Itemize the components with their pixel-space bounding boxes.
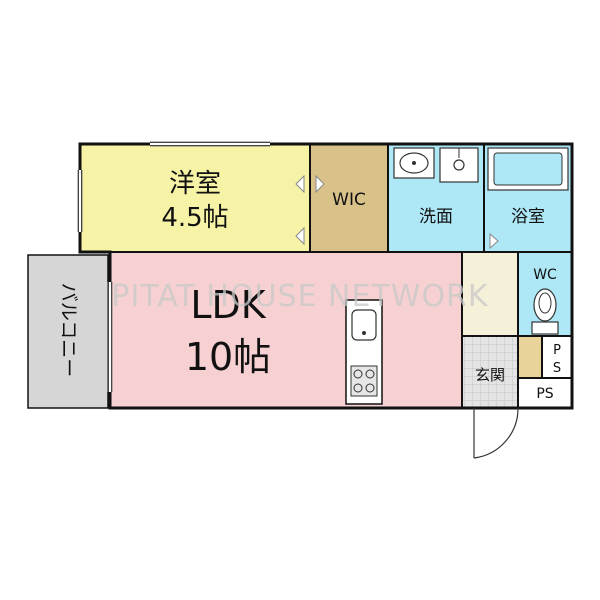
windows	[79, 143, 270, 392]
balcony-area	[28, 255, 108, 408]
entrance-label: 玄関	[475, 366, 505, 384]
stove-icon	[350, 365, 378, 397]
ldk-name: LDK	[190, 283, 266, 327]
wic-label: WIC	[332, 190, 366, 210]
washroom-label: 洗面	[419, 207, 453, 227]
kitchen-counter	[345, 299, 383, 405]
ps-small-label-bottom: S	[553, 361, 561, 376]
door-markers	[295, 174, 499, 250]
toilet-icon	[531, 288, 559, 335]
ps-label: PS	[536, 386, 553, 402]
entrance-floor	[462, 336, 518, 408]
western-room-size: 4.5帖	[161, 203, 228, 233]
window-frames	[77, 141, 270, 392]
western-room-area	[80, 144, 310, 252]
wc-label: WC	[533, 267, 557, 283]
wic-area	[310, 144, 388, 252]
ps-small-label-top: P	[553, 343, 561, 358]
entrance-door	[473, 407, 519, 459]
washbasin-icon	[393, 147, 435, 179]
ldk-size: 10帖	[185, 335, 271, 379]
washing-machine-icon	[439, 147, 479, 183]
watermark-text: PITAT HOUSE NETWORK	[111, 279, 488, 314]
balcony-label: バルコニー	[58, 283, 80, 378]
ps-area	[518, 378, 572, 408]
ldk-area	[110, 252, 462, 408]
ps-small-area	[542, 336, 572, 378]
interior-walls	[80, 144, 572, 408]
western-room-name: 洋室	[169, 169, 221, 199]
bathtub-icon	[487, 147, 569, 191]
hall-area	[462, 252, 518, 336]
storage-area	[518, 336, 542, 378]
sink-icon	[351, 309, 377, 341]
bathroom-label: 浴室	[511, 207, 545, 227]
